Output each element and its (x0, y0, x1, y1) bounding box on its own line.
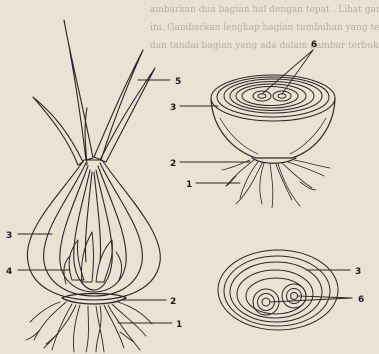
roots (26, 302, 152, 352)
label-bud: 4 (6, 267, 12, 277)
background-text-line: ambarkan dua bagian hal dengan tepat . L… (150, 5, 379, 15)
label-scale: 3 (6, 231, 12, 241)
background-text-line: dan tandai bagian yang ada dalam gambar … (150, 41, 379, 51)
label-buds: 6 (311, 40, 317, 50)
label-leaf: 5 (175, 77, 181, 87)
label-disc-stem: 2 (170, 159, 176, 169)
label-scale: 3 (355, 267, 361, 277)
whole-bulb-leader-lines (18, 80, 172, 323)
half-bulb-leader-lines (180, 50, 313, 183)
label-roots: 1 (186, 180, 192, 190)
label-buds: 6 (358, 295, 364, 305)
label-roots: 1 (176, 320, 182, 330)
onion-leaves (33, 20, 155, 165)
bulb-scales (27, 160, 160, 300)
onion-cross-section: 3 6 (218, 250, 364, 330)
half-onion-bulb: 6 3 2 1 (170, 40, 335, 208)
basal-disc (62, 294, 126, 305)
half-bulb-roots (222, 160, 330, 208)
cross-section-rings (218, 250, 338, 330)
background-text: ambarkan dua bagian hal dengan tepat . L… (150, 5, 379, 51)
cut-face-rings (211, 75, 335, 121)
label-scale: 3 (170, 103, 176, 113)
inner-bud (64, 232, 122, 284)
half-bulb-body (211, 98, 335, 158)
label-disc-stem: 2 (170, 297, 176, 307)
whole-onion-bulb: 5 3 4 2 1 (6, 20, 182, 352)
half-bulb-buds (253, 91, 291, 101)
cross-section-buds (253, 284, 306, 315)
background-text-line: ini. Gambarkan lengkap bagian tumbuhan y… (150, 23, 379, 33)
